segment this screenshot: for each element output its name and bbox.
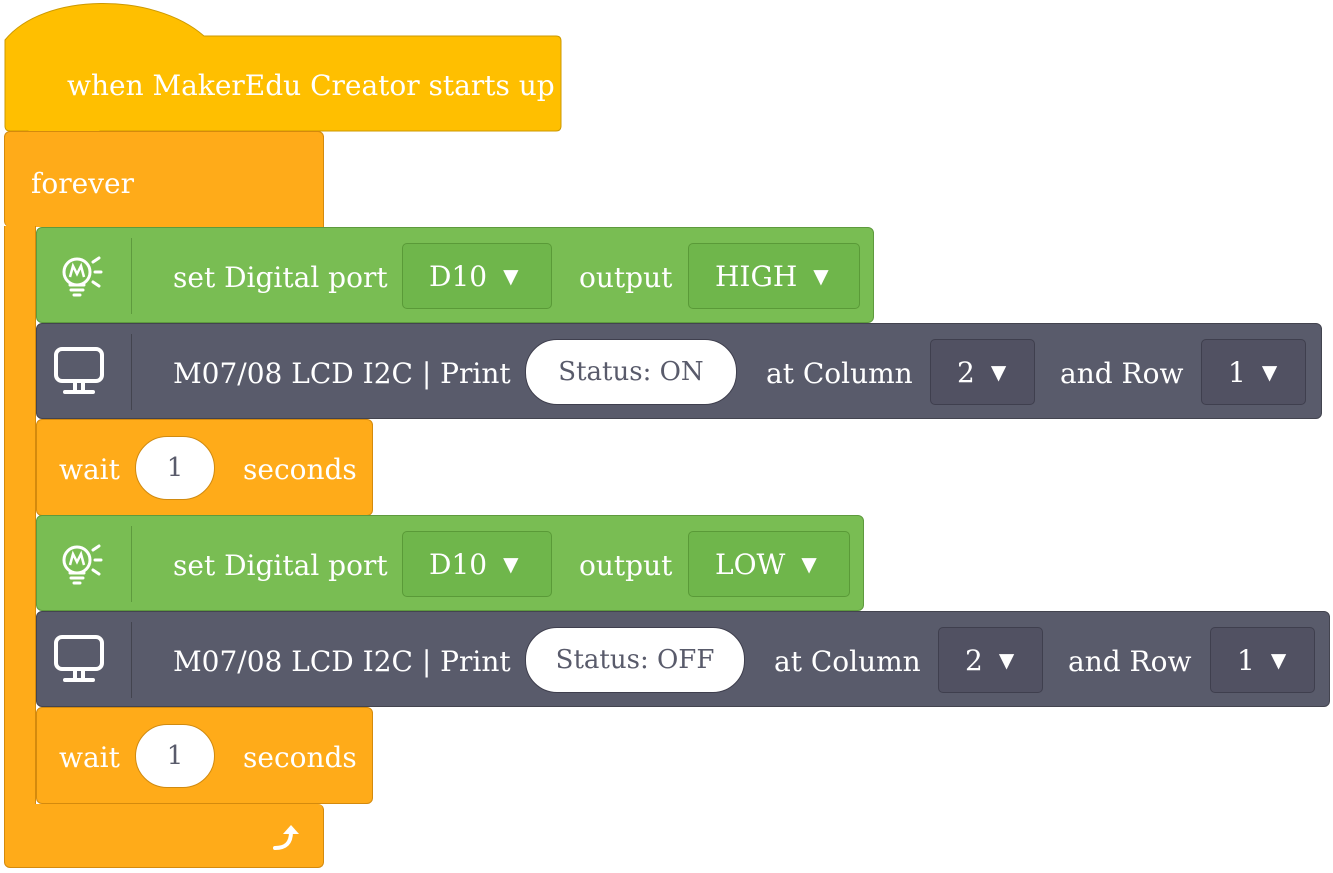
- column-dropdown[interactable]: 2 ▼: [938, 627, 1043, 693]
- forever-block-arm: [4, 226, 36, 806]
- row-dropdown[interactable]: 1 ▼: [1201, 339, 1306, 405]
- column-label: at Column: [774, 645, 921, 678]
- lcd-print-label: M07/08 LCD I2C | Print: [173, 645, 511, 678]
- print-text-input[interactable]: Status: ON: [525, 339, 737, 405]
- chevron-down-icon: ▼: [813, 264, 829, 288]
- column-value: 2: [957, 355, 975, 389]
- monitor-icon: [53, 634, 105, 690]
- output-value: LOW: [715, 547, 786, 581]
- loop-arrow-icon: [271, 822, 303, 858]
- row-label: and Row: [1068, 645, 1192, 678]
- wait-block[interactable]: wait 1 seconds: [36, 419, 373, 516]
- output-label: output: [579, 549, 673, 582]
- row-value: 1: [1228, 355, 1246, 389]
- block-separator: [131, 622, 132, 698]
- chevron-down-icon: ▼: [1261, 360, 1278, 384]
- lcd-print-block[interactable]: M07/08 LCD I2C | Print Status: OFF at Co…: [36, 611, 1330, 707]
- output-value: HIGH: [715, 259, 798, 293]
- row-dropdown[interactable]: 1 ▼: [1210, 627, 1315, 693]
- lightbulb-gear-icon: [53, 250, 103, 304]
- lcd-print-block[interactable]: M07/08 LCD I2C | Print Status: ON at Col…: [36, 323, 1322, 419]
- wait-seconds-input[interactable]: 1: [135, 724, 215, 788]
- chevron-down-icon: ▼: [998, 648, 1015, 672]
- wait-label: wait: [59, 453, 120, 486]
- print-text-input[interactable]: Status: OFF: [525, 627, 745, 693]
- chevron-down-icon: ▼: [801, 552, 817, 576]
- wait-block[interactable]: wait 1 seconds: [36, 707, 373, 804]
- forever-block[interactable]: forever: [4, 131, 324, 227]
- chevron-down-icon: ▼: [503, 552, 519, 576]
- column-label: at Column: [766, 357, 913, 390]
- column-dropdown[interactable]: 2 ▼: [930, 339, 1035, 405]
- lcd-print-label: M07/08 LCD I2C | Print: [173, 357, 511, 390]
- hat-block-shape: [4, 3, 562, 132]
- seconds-label: seconds: [243, 741, 357, 774]
- chevron-down-icon: ▼: [1270, 648, 1287, 672]
- set-digital-port-label: set Digital port: [173, 549, 388, 582]
- forever-block-bottom[interactable]: [4, 804, 324, 868]
- lightbulb-gear-icon: [53, 538, 103, 592]
- set-digital-port-block[interactable]: set Digital port D10 ▼ output LOW ▼: [36, 515, 864, 611]
- wait-label: wait: [59, 741, 120, 774]
- forever-label: forever: [31, 167, 134, 200]
- block-separator: [131, 526, 132, 602]
- block-separator: [131, 238, 132, 314]
- output-value-dropdown[interactable]: HIGH ▼: [688, 243, 860, 309]
- port-dropdown[interactable]: D10 ▼: [402, 531, 552, 597]
- set-digital-port-label: set Digital port: [173, 261, 388, 294]
- wait-seconds-input[interactable]: 1: [135, 436, 215, 500]
- hat-block-start[interactable]: when MakerEdu Creator starts up: [4, 0, 562, 132]
- output-value-dropdown[interactable]: LOW ▼: [688, 531, 850, 597]
- port-dropdown[interactable]: D10 ▼: [402, 243, 552, 309]
- row-value: 1: [1237, 643, 1255, 677]
- column-value: 2: [965, 643, 983, 677]
- monitor-icon: [53, 346, 105, 402]
- seconds-label: seconds: [243, 453, 357, 486]
- row-label: and Row: [1060, 357, 1184, 390]
- chevron-down-icon: ▼: [503, 264, 519, 288]
- set-digital-port-block[interactable]: set Digital port D10 ▼ output HIGH ▼: [36, 227, 874, 323]
- port-value: D10: [429, 259, 488, 293]
- chevron-down-icon: ▼: [990, 360, 1007, 384]
- output-label: output: [579, 261, 673, 294]
- port-value: D10: [429, 547, 488, 581]
- hat-block-label: when MakerEdu Creator starts up: [67, 69, 555, 102]
- block-separator: [131, 334, 132, 410]
